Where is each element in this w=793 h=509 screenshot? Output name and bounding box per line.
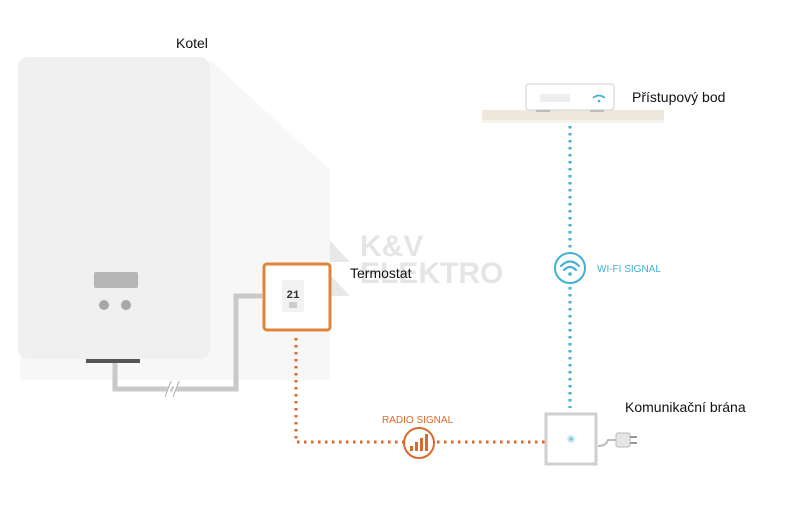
watermark-line2: ELEKTRO (360, 257, 503, 290)
signal-label-wifi: WI-FI SIGNAL (597, 264, 661, 275)
gateway-power-cable (597, 439, 616, 447)
label-termostat: Termostat (350, 265, 412, 281)
label-kotel: Kotel (176, 35, 208, 51)
thermostat-temperature: 21 (286, 290, 300, 302)
radio-signal-badge (403, 427, 435, 459)
access-point-wifi-icon (592, 94, 606, 103)
label-komunikacni-brana: Komunikační brána (625, 399, 746, 415)
access-point-panel (540, 94, 570, 102)
cable-break-mark-1 (164, 381, 174, 397)
gateway-led-core (569, 437, 573, 441)
cable-break-mark-2 (170, 381, 180, 397)
boiler-knob-left (99, 300, 109, 310)
boiler (18, 57, 210, 359)
shelf (482, 110, 664, 120)
radio-signal-icon (410, 434, 428, 451)
cable-break-stroke-1 (164, 380, 172, 398)
thermostat-indicator (289, 302, 297, 308)
access-point-foot-left (536, 110, 550, 112)
shelf-shadow (482, 120, 664, 123)
radio-signal-line (294, 338, 548, 444)
wifi-signal-icon (559, 260, 581, 276)
cable-break-stroke-2 (172, 380, 180, 398)
label-pristupovy-bod: Přístupový bod (632, 89, 725, 105)
boiler-knob-right (121, 300, 131, 310)
boiler-base-connector (86, 359, 140, 363)
boiler-thermostat-cable (112, 293, 262, 392)
power-plug-icon (615, 432, 637, 448)
watermark-line1: K&V (360, 230, 423, 263)
thermostat-screen (282, 280, 304, 312)
access-point-foot-right (590, 110, 604, 112)
signal-label-radio: RADIO SIGNAL (382, 415, 454, 426)
boiler-display (94, 272, 138, 288)
